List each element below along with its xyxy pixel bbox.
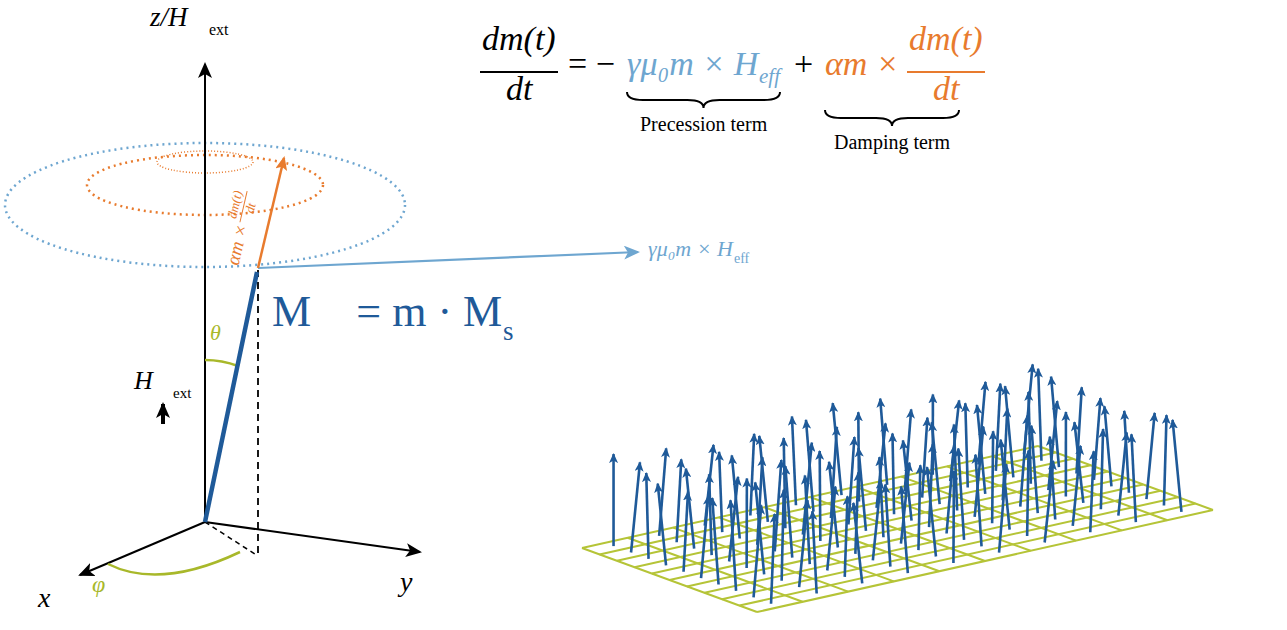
precession-vector — [258, 252, 638, 268]
rotated-label-group: αm ×dm(t)dt — [221, 261, 222, 262]
axis-label: x — [38, 584, 50, 612]
math-symbol: + — [794, 47, 813, 81]
subscript: eff — [734, 252, 749, 266]
math-symbol: dm(t) — [909, 22, 983, 56]
math-symbol: = − — [568, 47, 615, 81]
projection-line — [257, 270, 259, 558]
y-axis — [205, 522, 420, 552]
magnetization-label: M⃗ = m · M — [272, 290, 502, 334]
x-axis — [80, 522, 205, 575]
field-label: H⃗ — [134, 368, 173, 394]
term-caption: Precession term — [640, 114, 767, 134]
theta-arc — [205, 360, 238, 366]
angle-label: φ — [92, 572, 105, 596]
subscript: ext — [209, 22, 229, 38]
axis-label: y — [400, 568, 412, 596]
vector-label: γμ₀m × H — [648, 238, 733, 260]
underbrace — [627, 92, 780, 108]
fraction-bar — [480, 71, 558, 73]
subscript: ext — [173, 386, 191, 401]
z-axis — [204, 64, 206, 522]
subscript: s — [503, 318, 514, 345]
underbrace — [825, 110, 959, 126]
spin-lattice — [582, 364, 1213, 612]
math-symbol: dt — [506, 72, 532, 106]
math-symbol: dm(t) — [482, 22, 556, 56]
magnetization-vector — [205, 272, 257, 522]
math-symbol: dt — [243, 202, 258, 215]
fraction-bar — [907, 71, 985, 73]
subscript: eff — [759, 66, 780, 87]
damping-vector — [258, 158, 284, 268]
term-caption: Damping term — [834, 132, 950, 152]
precession-term: γμ₀m × H — [627, 47, 758, 81]
axis-label: z/H⃗ — [150, 4, 209, 31]
damping-term: αm × — [825, 47, 899, 81]
vector-label: αm × — [223, 222, 251, 266]
angle-label: θ — [210, 322, 221, 344]
phi-arc — [108, 552, 240, 575]
math-symbol: dt — [933, 72, 959, 106]
field-arrow — [161, 404, 165, 424]
math-symbol: dm(t) — [225, 189, 244, 219]
projection-line — [205, 522, 258, 556]
